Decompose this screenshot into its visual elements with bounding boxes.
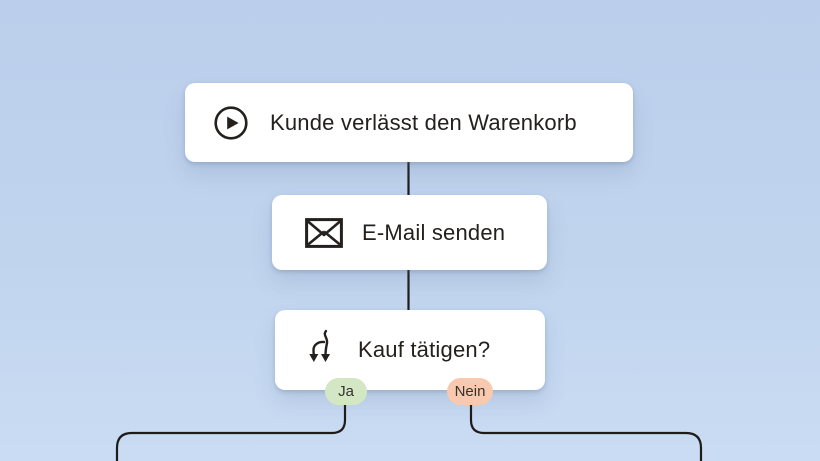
node-decision-card[interactable]: Kauf tätigen? [275, 310, 545, 390]
branch-badge-yes: Ja [325, 378, 367, 405]
node-decision-label: Kauf tätigen? [358, 337, 491, 362]
node-trigger-card[interactable]: Kunde verlässt den Warenkorb [185, 83, 633, 162]
envelope-icon [305, 217, 343, 248]
connector-yes-branch [115, 401, 347, 461]
node-email-label: E-Mail senden [362, 219, 506, 245]
branch-icon [305, 329, 339, 371]
branch-badge-no: Nein [447, 378, 493, 405]
node-trigger-label: Kunde verlässt den Warenkorb [270, 109, 577, 135]
play-icon [214, 105, 248, 140]
connector-no-branch [469, 401, 703, 461]
node-email-card[interactable]: E-Mail senden [272, 195, 547, 270]
